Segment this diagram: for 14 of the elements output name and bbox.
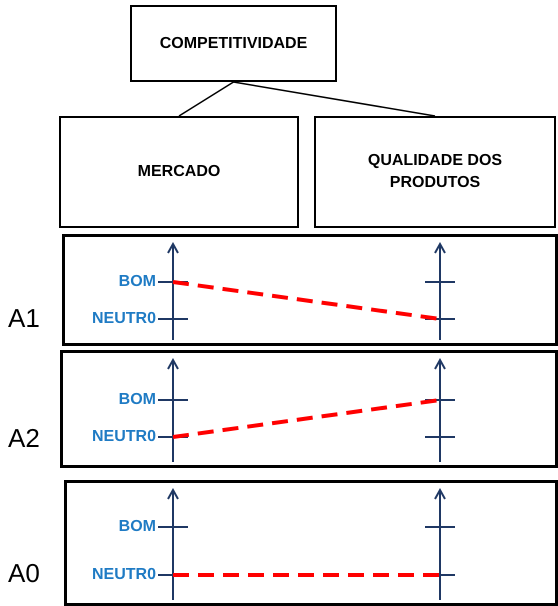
level-label: NEUTR0 bbox=[92, 566, 156, 584]
criterion-box: COMPETITIVIDADE bbox=[130, 5, 337, 82]
level-label: BOM bbox=[118, 391, 156, 409]
level-label: NEUTR0 bbox=[92, 310, 156, 328]
level-label: BOM bbox=[118, 273, 156, 291]
connector-line bbox=[233, 81, 436, 117]
criterion-box: QUALIDADE DOS PRODUTOS bbox=[314, 116, 556, 228]
level-label: BOM bbox=[118, 518, 156, 536]
level-label: NEUTR0 bbox=[92, 428, 156, 446]
alternative-label: A0 bbox=[8, 558, 40, 588]
criterion-box: MERCADO bbox=[59, 116, 299, 228]
connector-line bbox=[178, 81, 234, 117]
alternative-label: A1 bbox=[8, 303, 40, 334]
alternative-label: A2 bbox=[8, 423, 40, 454]
